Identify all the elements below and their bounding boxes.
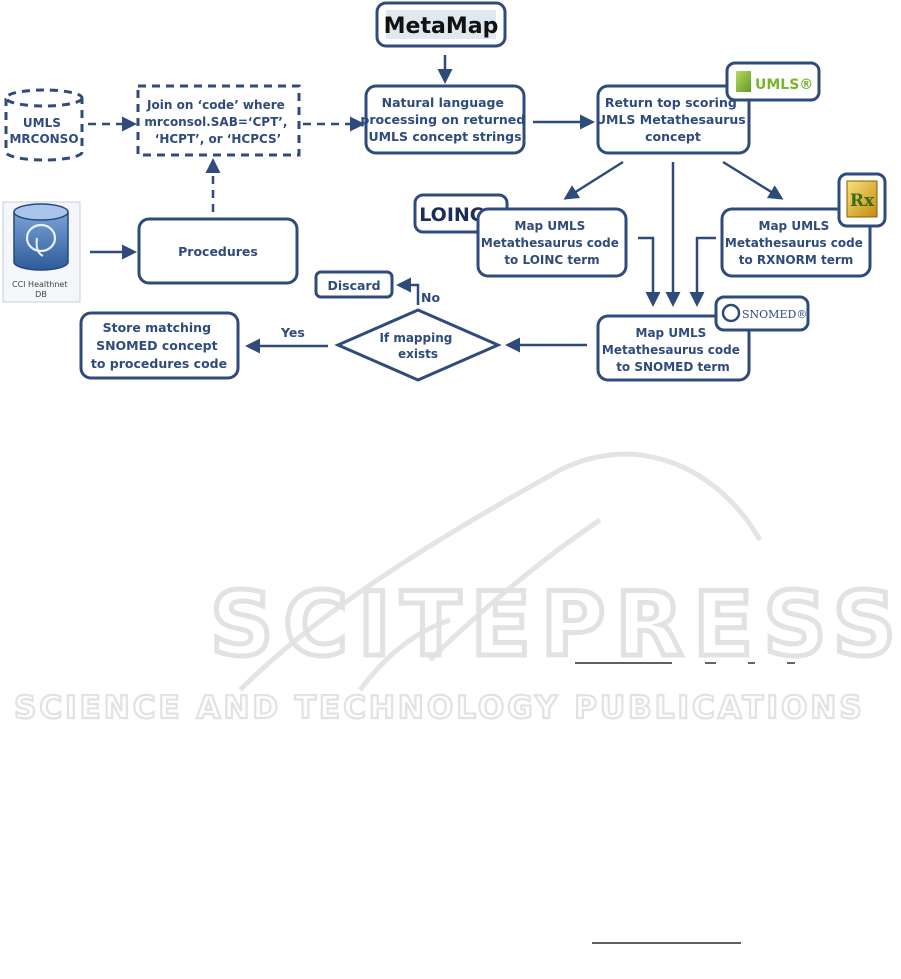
discard-node: Discard [314, 270, 394, 299]
edge-rxnorm-to-snomed [689, 236, 716, 307]
rxnorm-logo: Rx [837, 172, 887, 228]
loinc-map-line-2: Metathesaurus code [481, 236, 619, 250]
snomed-logo-text: SNOMED® [742, 308, 807, 321]
svg-text:Natural language process: Natural language processing on returned … [360, 95, 529, 144]
page-rules [575, 662, 795, 944]
svg-text:Return top scoring UMLS: Return top scoring UMLS Metathesaurus co… [596, 95, 750, 144]
watermark-subtitle: SCIENCE AND TECHNOLOGY PUBLICATIONS [14, 690, 865, 726]
rxnorm-map-line-3: to RXNORM term [739, 253, 854, 267]
snomed-map-line-3: to SNOMED term [616, 360, 730, 374]
edges: No Yes [88, 55, 784, 354]
join-line-3: ‘HCPT’, or ‘HCPCS’ [155, 132, 281, 146]
svg-text:Join on ‘code’ where mrc: Join on ‘code’ where mrconsol.SAB=‘CPT’,… [144, 98, 291, 146]
nlp-line-1: Natural language [382, 95, 504, 110]
svg-text:If mapping exists: If mapping exists [379, 331, 456, 361]
join-line-2: mrconsol.SAB=‘CPT’, [144, 115, 287, 129]
snomed-map-line-1: Map UMLS [636, 326, 707, 340]
store-line-1: Store matching [103, 320, 211, 335]
edge-loinc-to-snomed [638, 236, 661, 307]
rxnorm-map-node: Map UMLS Metathesaurus code to RXNORM te… [720, 207, 872, 278]
snomed-map-node: Map UMLS Metathesaurus code to SNOMED te… [596, 314, 751, 382]
watermark-title: SCITEPRESS [210, 573, 901, 676]
metamap-logo-text: MetaMap [384, 14, 499, 39]
metamap-logo: MetaMap [375, 1, 507, 48]
loinc-map-node: Map UMLS Metathesaurus code to LOINC ter… [476, 207, 628, 278]
loinc-map-line-1: Map UMLS [515, 219, 586, 233]
rxnorm-logo-text: Rx [850, 191, 875, 211]
db-caption-line-2: DB [35, 290, 47, 299]
edge-decision-to-discard [396, 277, 420, 305]
svg-text:Map UMLS Metathesaurus c: Map UMLS Metathesaurus code to SNOMED te… [602, 326, 744, 374]
procedures-label: Procedures [178, 244, 258, 259]
nlp-node: Natural language processing on returned … [360, 84, 529, 155]
decision-line-1: If mapping [379, 331, 452, 345]
umls-mrconso-node: UMLS MRCONSO [4, 88, 84, 162]
svg-text:Map UMLS Metathesaurus c: Map UMLS Metathesaurus code to RXNORM te… [725, 219, 867, 267]
decision-line-2: exists [398, 347, 438, 361]
svg-text:Store matching SNOMED co: Store matching SNOMED concept to procedu… [91, 320, 227, 371]
mrconso-line-2: MRCONSO [9, 132, 78, 146]
top-scoring-node: Return top scoring UMLS Metathesaurus co… [596, 84, 751, 155]
store-line-2: SNOMED concept [96, 338, 218, 353]
procedures-node: Procedures [137, 217, 299, 285]
svg-text:CCI Healthnet DB: CCI Healthnet DB [12, 280, 70, 299]
edge-label-yes: Yes [280, 325, 305, 340]
watermark: SCITEPRESS SCIENCE AND TECHNOLOGY PUBLIC… [13, 451, 901, 727]
join-line-1: Join on ‘code’ where [146, 98, 285, 112]
top-line-1: Return top scoring [605, 95, 737, 110]
top-line-2: UMLS Metathesaurus [596, 112, 746, 127]
edge-top-to-rxnorm [722, 160, 784, 200]
discard-label: Discard [327, 278, 380, 293]
watermark-book-outline [238, 451, 763, 692]
svg-text:Map UMLS Metathesaurus c: Map UMLS Metathesaurus code to LOINC ter… [481, 219, 623, 267]
top-line-3: concept [645, 129, 701, 144]
mrconso-line-1: UMLS [23, 116, 61, 130]
healthnet-db-image: CCI Healthnet DB [2, 201, 81, 303]
umls-logo-text: UMLS® [755, 77, 813, 93]
snomed-logo: SNOMED® [714, 295, 810, 332]
store-node: Store matching SNOMED concept to procedu… [79, 311, 240, 380]
elephant-icon [25, 223, 57, 253]
edge-top-to-loinc [563, 160, 624, 200]
snomed-swirl-icon [721, 303, 741, 323]
decision-node: If mapping exists [334, 308, 502, 382]
svg-text:UMLS MRCONSO: UMLS MRCONSO [9, 116, 78, 146]
umls-logo: UMLS® [725, 61, 821, 102]
nlp-line-2: processing on returned [360, 112, 525, 127]
nlp-line-3: UMLS concept strings [368, 129, 521, 144]
join-node: Join on ‘code’ where mrconsol.SAB=‘CPT’,… [136, 84, 301, 157]
snomed-map-line-2: Metathesaurus code [602, 343, 740, 357]
store-line-3: to procedures code [91, 356, 227, 371]
rxnorm-map-line-2: Metathesaurus code [725, 236, 863, 250]
edge-label-no: No [421, 290, 440, 305]
loinc-map-line-3: to LOINC term [504, 253, 599, 267]
db-caption-line-1: CCI Healthnet [12, 280, 67, 289]
rxnorm-map-line-1: Map UMLS [759, 219, 830, 233]
